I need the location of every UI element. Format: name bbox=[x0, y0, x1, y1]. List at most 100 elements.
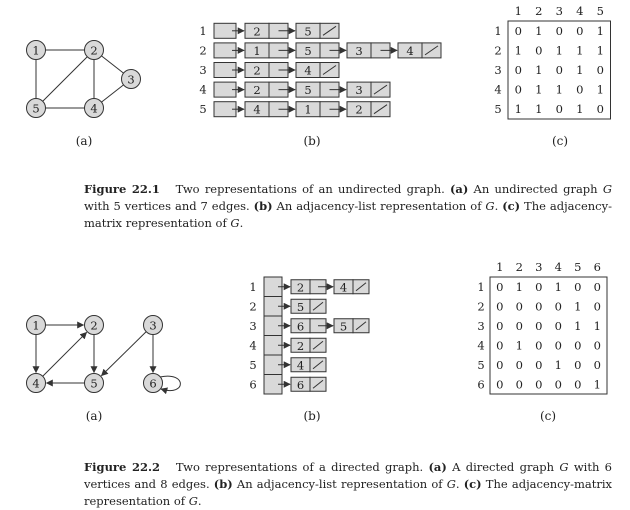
row-index-label: 2 bbox=[199, 43, 206, 57]
matrix-cell: 1 bbox=[555, 358, 562, 372]
node-value-label: 2 bbox=[253, 83, 260, 97]
fig2-vertex-5: 5 bbox=[84, 373, 104, 393]
matrix-cell: 1 bbox=[535, 24, 542, 38]
matrix-row-header: 6 bbox=[477, 377, 484, 391]
matrix-row-header: 2 bbox=[477, 299, 484, 313]
nil-slash bbox=[312, 301, 324, 311]
matrix-row-header: 1 bbox=[477, 280, 484, 294]
fig2-edge-4-2 bbox=[42, 331, 88, 377]
figure-22-1-caption: Figure 22.1 Two representations of an un… bbox=[84, 181, 612, 232]
matrix-cell: 0 bbox=[496, 338, 503, 352]
list-node-5: 5 bbox=[295, 42, 347, 59]
matrix-cell: 1 bbox=[597, 83, 604, 97]
node-value-label: 5 bbox=[304, 83, 311, 97]
matrix-col-header: 3 bbox=[535, 260, 542, 274]
matrix-cell: 0 bbox=[535, 43, 542, 57]
matrix-cell: 1 bbox=[574, 319, 581, 333]
matrix-cell: 1 bbox=[516, 338, 523, 352]
caption-part-marker: (c) bbox=[502, 199, 521, 213]
matrix-cell: 0 bbox=[515, 63, 522, 77]
fig1-vertex-5: 5 bbox=[26, 98, 46, 118]
matrix-border bbox=[507, 20, 611, 120]
matrix-cell: 1 bbox=[535, 83, 542, 97]
node-value-label: 3 bbox=[355, 44, 362, 58]
list-node-3: 3 bbox=[346, 81, 391, 98]
vertex-label: 3 bbox=[127, 73, 134, 87]
vertex-label: 1 bbox=[32, 44, 39, 58]
fig2-list-row-3: 3 6 5 bbox=[249, 315, 370, 334]
nil-slash bbox=[373, 104, 388, 115]
matrix-cell: 0 bbox=[574, 377, 581, 391]
fig2-vertex-3: 3 bbox=[143, 315, 163, 335]
matrix-col-header: 5 bbox=[597, 4, 604, 18]
list-node-4: 4 bbox=[397, 42, 442, 59]
node-value-label: 4 bbox=[297, 358, 304, 372]
caption-part-marker: (a) bbox=[449, 182, 469, 196]
matrix-cell: 1 bbox=[556, 83, 563, 97]
matrix-row-header: 4 bbox=[477, 338, 484, 352]
matrix-cell: 0 bbox=[576, 24, 583, 38]
matrix-col-header: 2 bbox=[516, 260, 523, 274]
node-value-label: 2 bbox=[253, 24, 260, 38]
vertex-circle bbox=[26, 40, 46, 60]
row-index-label: 1 bbox=[249, 280, 256, 294]
vertex-label: 2 bbox=[90, 319, 97, 333]
vertex-circle bbox=[143, 315, 163, 335]
matrix-cell: 0 bbox=[594, 358, 601, 372]
list-node-4: 4 bbox=[244, 101, 296, 118]
row-index-label: 4 bbox=[249, 338, 256, 352]
nil-slash bbox=[322, 25, 337, 36]
fig1-edge-3-4 bbox=[101, 84, 124, 103]
matrix-border bbox=[489, 276, 608, 395]
fig2-matrix-sublabel: (c) bbox=[540, 409, 556, 423]
fig2-vertex-6: 6 bbox=[143, 373, 163, 393]
fig2-vertex-2: 2 bbox=[84, 315, 104, 335]
matrix-cell: 1 bbox=[535, 63, 542, 77]
node-value-label: 4 bbox=[340, 280, 347, 294]
row-index-label: 3 bbox=[249, 319, 256, 333]
matrix-cell: 0 bbox=[496, 377, 503, 391]
caption-part-marker: (b) bbox=[253, 199, 273, 213]
vertex-circle bbox=[84, 40, 104, 60]
matrix-cell: 0 bbox=[535, 338, 542, 352]
matrix-row-header: 3 bbox=[494, 63, 501, 77]
matrix-cell: 0 bbox=[594, 338, 601, 352]
list-node-4: 4 bbox=[333, 279, 370, 295]
list-node-5: 5 bbox=[290, 298, 327, 314]
list-node-2: 2 bbox=[244, 81, 296, 98]
list-node-1: 1 bbox=[244, 42, 296, 59]
vertex-label: 4 bbox=[32, 377, 39, 391]
fig1-edge-2-3 bbox=[101, 55, 124, 74]
matrix-cell: 0 bbox=[576, 83, 583, 97]
matrix-row-header: 5 bbox=[477, 358, 484, 372]
caption-graph-symbol: G bbox=[230, 216, 240, 230]
node-value-label: 6 bbox=[297, 319, 304, 333]
vertex-label: 5 bbox=[90, 377, 97, 391]
list-node-2: 2 bbox=[244, 62, 296, 78]
figure-22-2-caption: Figure 22.2 Two representations of a dir… bbox=[84, 459, 612, 510]
matrix-col-header: 4 bbox=[576, 4, 583, 18]
matrix-cell: 1 bbox=[556, 43, 563, 57]
fig1-graph-sublabel: (a) bbox=[76, 134, 93, 148]
nil-slash bbox=[322, 65, 337, 75]
caption-graph-symbol: G bbox=[188, 494, 198, 508]
vertex-circle bbox=[26, 98, 46, 118]
matrix-cell: 0 bbox=[516, 299, 523, 313]
node-value-label: 4 bbox=[406, 44, 413, 58]
fig1-vertex-4: 4 bbox=[84, 98, 104, 118]
node-value-label: 5 bbox=[340, 319, 347, 333]
fig2-self-loop-6 bbox=[159, 375, 181, 395]
